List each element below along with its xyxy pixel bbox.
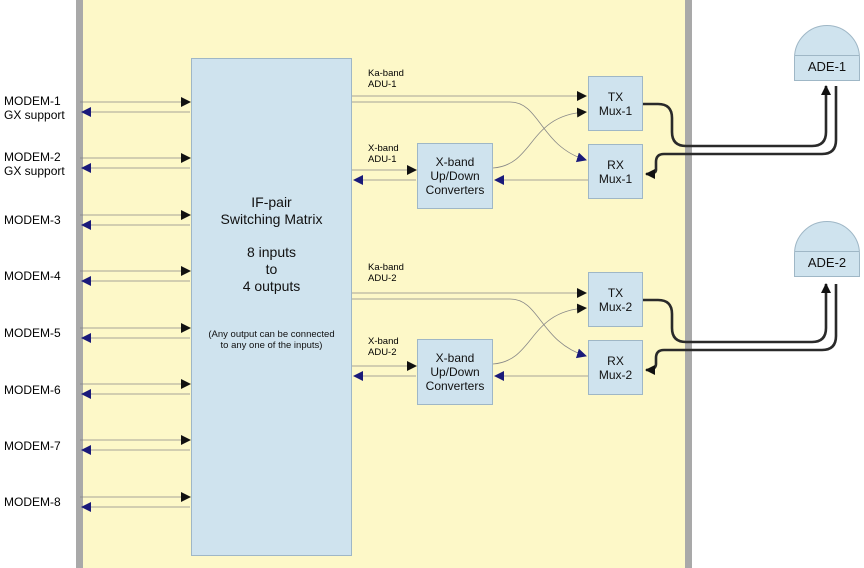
rx-mux-2: RX Mux-2 bbox=[588, 340, 643, 395]
x-band-converter-1: X-band Up/Down Converters bbox=[417, 143, 493, 209]
converter-1-line3: Converters bbox=[425, 183, 485, 197]
ka-band-adu1-line2: ADU-1 bbox=[368, 79, 397, 90]
x-band-adu2-line1: X-band bbox=[368, 336, 399, 347]
x-band-adu2-label: X-band ADU-2 bbox=[368, 336, 399, 358]
converter2-to-txmux2 bbox=[492, 303, 587, 365]
modem-7-label: MODEM-7 bbox=[4, 439, 76, 453]
modem-2-name: MODEM-2 bbox=[4, 150, 61, 164]
ka-adu2-rx-line bbox=[352, 298, 587, 359]
modem-4-name: MODEM-4 bbox=[4, 269, 61, 283]
modem-4-label: MODEM-4 bbox=[4, 269, 76, 283]
x-band-adu1-line2: ADU-1 bbox=[368, 154, 397, 165]
ade-2-label: ADE-2 bbox=[795, 251, 859, 276]
ka-band-adu1-label: Ka-band ADU-1 bbox=[368, 68, 404, 90]
rx-mux-2-line2: Mux-2 bbox=[598, 367, 633, 382]
ka-band-adu2-label: Ka-band ADU-2 bbox=[368, 262, 404, 284]
converter-2-line1: X-band bbox=[435, 351, 475, 365]
x-band-converter-2: X-band Up/Down Converters bbox=[417, 339, 493, 405]
rx-mux-1-line2: Mux-1 bbox=[598, 171, 633, 186]
rx-mux-2-line1: RX bbox=[607, 353, 624, 368]
modem-1-note: GX support bbox=[4, 108, 65, 122]
converter-2-line3: Converters bbox=[425, 379, 485, 393]
modem-2-label: MODEM-2 GX support bbox=[4, 150, 76, 178]
modem-6-label: MODEM-6 bbox=[4, 383, 76, 397]
matrix-note-line1: (Any output can be connected bbox=[208, 328, 335, 340]
rx-mux-1: RX Mux-1 bbox=[588, 144, 643, 199]
ade-1-antenna: ADE-1 bbox=[794, 25, 860, 81]
tx-mux-1: TX Mux-1 bbox=[588, 76, 643, 131]
modem-1-name: MODEM-1 bbox=[4, 94, 61, 108]
converter-1-line2: Up/Down bbox=[430, 169, 480, 183]
x-band-adu1-line1: X-band bbox=[368, 143, 399, 154]
ka-band-adu2-line1: Ka-band bbox=[368, 262, 404, 273]
converter1-to-txmux1 bbox=[492, 107, 587, 169]
modem-7-name: MODEM-7 bbox=[4, 439, 61, 453]
ade1-to-rxmux1-cable bbox=[645, 86, 838, 179]
ka-band-adu2-line2: ADU-2 bbox=[368, 273, 397, 284]
x-band-adu1-label: X-band ADU-1 bbox=[368, 143, 399, 165]
ka-band-adu1-line1: Ka-band bbox=[368, 68, 404, 79]
matrix-inputs: 8 inputs bbox=[246, 243, 297, 260]
modem-5-name: MODEM-5 bbox=[4, 326, 61, 340]
ade-1-label: ADE-1 bbox=[795, 55, 859, 80]
matrix-note-line2: to any one of the inputs) bbox=[220, 339, 323, 351]
modem-3-label: MODEM-3 bbox=[4, 213, 76, 227]
tx-mux-2-line2: Mux-2 bbox=[598, 299, 633, 314]
matrix-title-line2: Switching Matrix bbox=[220, 210, 323, 227]
ade2-to-rxmux2-cable bbox=[645, 284, 838, 375]
ade-2-antenna: ADE-2 bbox=[794, 221, 860, 277]
ka-adu1-rx-line bbox=[352, 101, 587, 163]
modem-8-name: MODEM-8 bbox=[4, 495, 61, 509]
converter-1-line1: X-band bbox=[435, 155, 475, 169]
matrix-to: to bbox=[265, 260, 278, 277]
rx-mux-1-line1: RX bbox=[607, 157, 624, 172]
converter-2-line2: Up/Down bbox=[430, 365, 480, 379]
modem-5-label: MODEM-5 bbox=[4, 326, 76, 340]
modem-3-name: MODEM-3 bbox=[4, 213, 61, 227]
matrix-outputs: 4 outputs bbox=[242, 277, 301, 294]
modem-8-label: MODEM-8 bbox=[4, 495, 76, 509]
txmux1-to-ade1-cable bbox=[643, 85, 831, 148]
modem-6-name: MODEM-6 bbox=[4, 383, 61, 397]
txmux2-to-ade2-cable bbox=[643, 283, 831, 344]
modem-2-note: GX support bbox=[4, 164, 65, 178]
modem-1-label: MODEM-1 GX support bbox=[4, 94, 76, 122]
tx-mux-1-line2: Mux-1 bbox=[598, 103, 633, 118]
x-band-adu2-line2: ADU-2 bbox=[368, 347, 397, 358]
tx-mux-1-line1: TX bbox=[607, 89, 624, 104]
matrix-title-line1: IF-pair bbox=[251, 193, 292, 210]
switching-matrix: IF-pair Switching Matrix 8 inputs to 4 o… bbox=[191, 58, 352, 556]
tx-mux-2: TX Mux-2 bbox=[588, 272, 643, 327]
tx-mux-2-line1: TX bbox=[607, 285, 624, 300]
